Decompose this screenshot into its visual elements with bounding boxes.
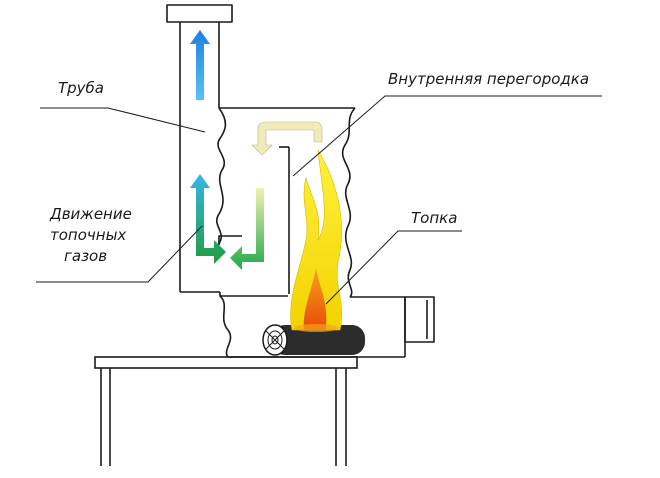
stand-top — [94, 356, 358, 369]
label-partition: Внутренняя перегородка — [388, 70, 590, 88]
label-firebox: Топка — [411, 209, 458, 227]
arrow-top-uturn — [251, 121, 323, 156]
label-gas-motion-3: газов — [64, 247, 108, 265]
arrow-gas-down — [230, 188, 264, 270]
firebox-right-wall — [341, 107, 356, 298]
divider-low — [218, 235, 242, 245]
arrow-gas-left — [190, 174, 226, 264]
firebox-door — [404, 296, 435, 343]
firebox-left-wall — [219, 292, 232, 358]
arrow-up-pipe — [190, 30, 210, 100]
flame-inner — [303, 268, 327, 330]
leader-firebox — [325, 230, 462, 305]
flame-outer — [290, 149, 343, 331]
label-gas-motion-1: Движение — [50, 205, 132, 223]
gas-arrows — [190, 30, 323, 270]
stand — [94, 356, 358, 466]
label-pipe: Труба — [58, 79, 105, 97]
log-body — [272, 325, 365, 355]
log — [262, 324, 365, 356]
stove-body — [166, 4, 435, 358]
leader-gas — [36, 225, 203, 283]
label-gas-motion-2: топочных — [50, 226, 127, 244]
leader-partition — [292, 95, 602, 177]
flame-base-glow — [294, 324, 338, 332]
pipe-cap — [166, 4, 233, 23]
flame — [290, 149, 343, 332]
log-rings — [265, 330, 285, 350]
leader-lines — [36, 95, 602, 305]
leader-pipe — [40, 107, 206, 133]
upper-chamber-left-wall — [216, 107, 227, 246]
